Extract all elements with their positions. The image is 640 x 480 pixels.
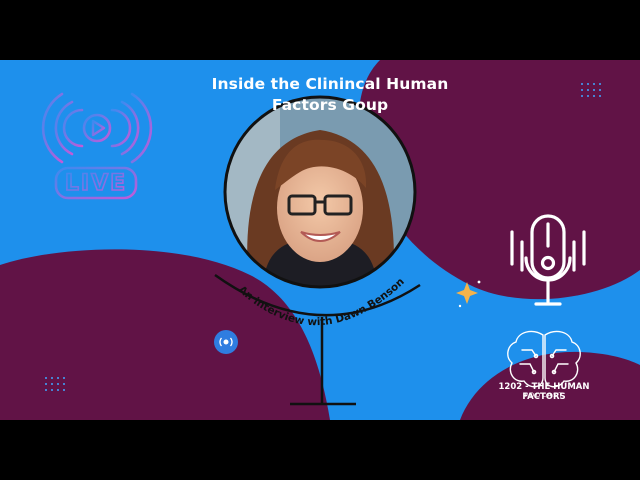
plum-blob-bottom-left [0,249,330,420]
background-art: LIVE [0,60,640,420]
title-line-1: Inside the Clinincal Human [211,75,449,93]
podcast-name: 1202 - THE HUMAN FACTORS [498,382,590,402]
plum-blob-top-right [358,60,640,300]
microphone-icon [510,214,586,306]
podcast-thumbnail: LIVE [0,60,640,420]
dot-grid-top-right [581,83,601,97]
podcast-subtitle: PODCAST [524,392,564,399]
broadcast-dot-icon [214,330,238,354]
title-line-2: Factors Goup [271,96,389,114]
dot-grid-bottom-left [45,377,65,391]
portrait-stand [214,273,421,406]
brain-icon [507,330,581,388]
portrait-frame [223,95,417,289]
live-broadcast-icon [41,92,153,200]
episode-title: Inside the Clinincal Human Factors Goup [180,74,480,116]
play-icon [91,119,106,137]
sparkle-icon [456,280,481,308]
live-label: LIVE [65,171,127,196]
